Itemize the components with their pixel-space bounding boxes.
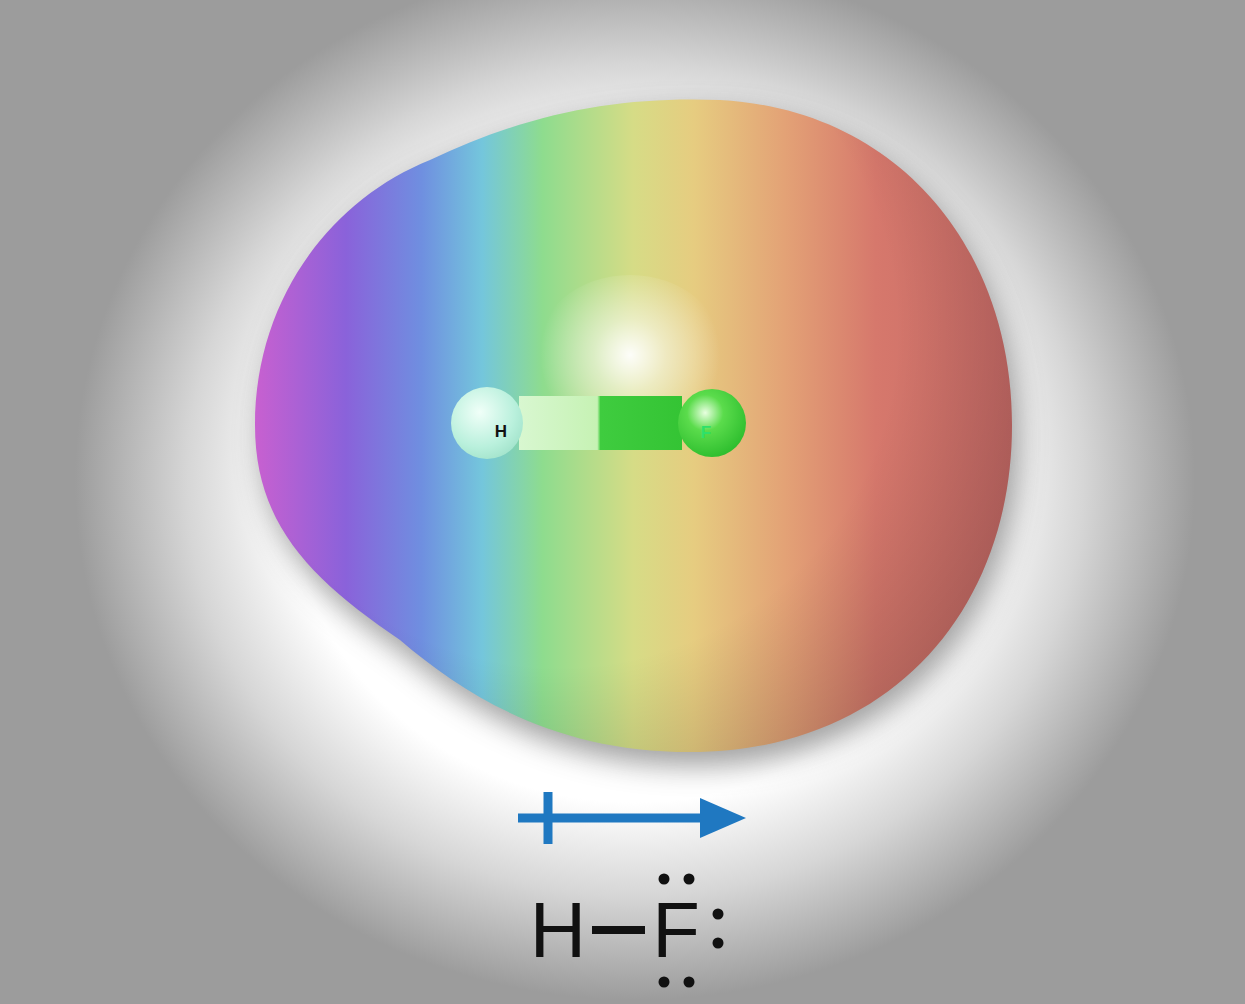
fluorine-atom: F	[678, 389, 746, 457]
hydrogen-atom: H	[451, 387, 523, 459]
lewis-atom-symbol: H	[530, 891, 586, 969]
atom-symbol: F	[701, 424, 711, 441]
lewis-atom-symbol: F	[652, 891, 700, 969]
atom-symbol: H	[495, 423, 507, 440]
bond-stick	[519, 396, 682, 450]
